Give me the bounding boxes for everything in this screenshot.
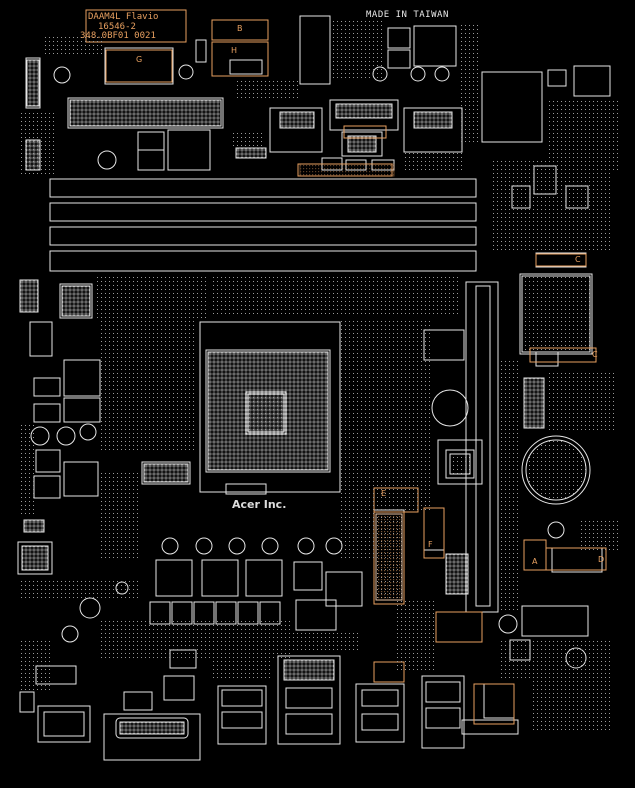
cpu-fan-header	[141, 461, 191, 485]
lan-usb-stack	[277, 655, 341, 745]
pin-array-left	[26, 59, 40, 107]
usb-stack-1	[217, 685, 267, 745]
cap-left-1	[97, 150, 117, 170]
dimm-slot-4	[49, 250, 477, 272]
label-c-io: C	[592, 350, 598, 359]
vrm-choke-2	[63, 461, 99, 497]
usb-header-left	[59, 283, 93, 319]
brand-name: Acer Inc.	[232, 498, 287, 511]
chipset	[437, 439, 483, 485]
fan-header-top	[104, 47, 174, 85]
board-model-line-2: 16546-2	[98, 22, 136, 32]
vrm-choke-5	[245, 559, 283, 597]
top-left-cap-2	[178, 64, 194, 80]
chip-near-power	[167, 129, 211, 171]
usb-stack-2	[355, 683, 405, 743]
dimm-slot-2	[49, 202, 477, 222]
vrm-choke-1	[63, 359, 101, 397]
cmos-battery	[521, 435, 591, 505]
vga-connector	[103, 713, 201, 761]
chipset-cap	[431, 389, 469, 427]
ps2-connector	[37, 705, 91, 743]
super-io-chip	[519, 273, 593, 355]
board-model-line-1: DAAM4L Flavio	[88, 12, 159, 22]
label-b: B	[237, 24, 243, 33]
dimm-slot-1	[49, 178, 477, 198]
made-in-taiwan: MADE IN TAIWAN	[366, 10, 449, 20]
label-c-sata: C	[575, 255, 581, 264]
label-box-model	[85, 9, 187, 43]
label-d: D	[598, 555, 605, 564]
label-g-top: G	[136, 55, 143, 64]
audio-jack-stack	[421, 675, 465, 749]
com-connector-2	[329, 99, 399, 131]
label-f: F	[428, 540, 433, 549]
header-left-vertical	[25, 57, 41, 109]
dimm-slot-3	[49, 226, 477, 246]
top-right-chip	[481, 71, 543, 143]
label-h-top: H	[231, 46, 238, 55]
top-left-cap	[53, 66, 71, 84]
vertical-slot-top	[299, 15, 331, 85]
label-a: A	[532, 557, 538, 566]
label-e: E	[381, 489, 387, 498]
vrm-choke-3	[155, 559, 193, 597]
board-model-line-3: 348.0BF01 0021	[80, 31, 156, 41]
com-connector-1	[269, 107, 323, 153]
atx-power-connector	[67, 97, 224, 129]
vrm-choke-4	[201, 559, 239, 597]
